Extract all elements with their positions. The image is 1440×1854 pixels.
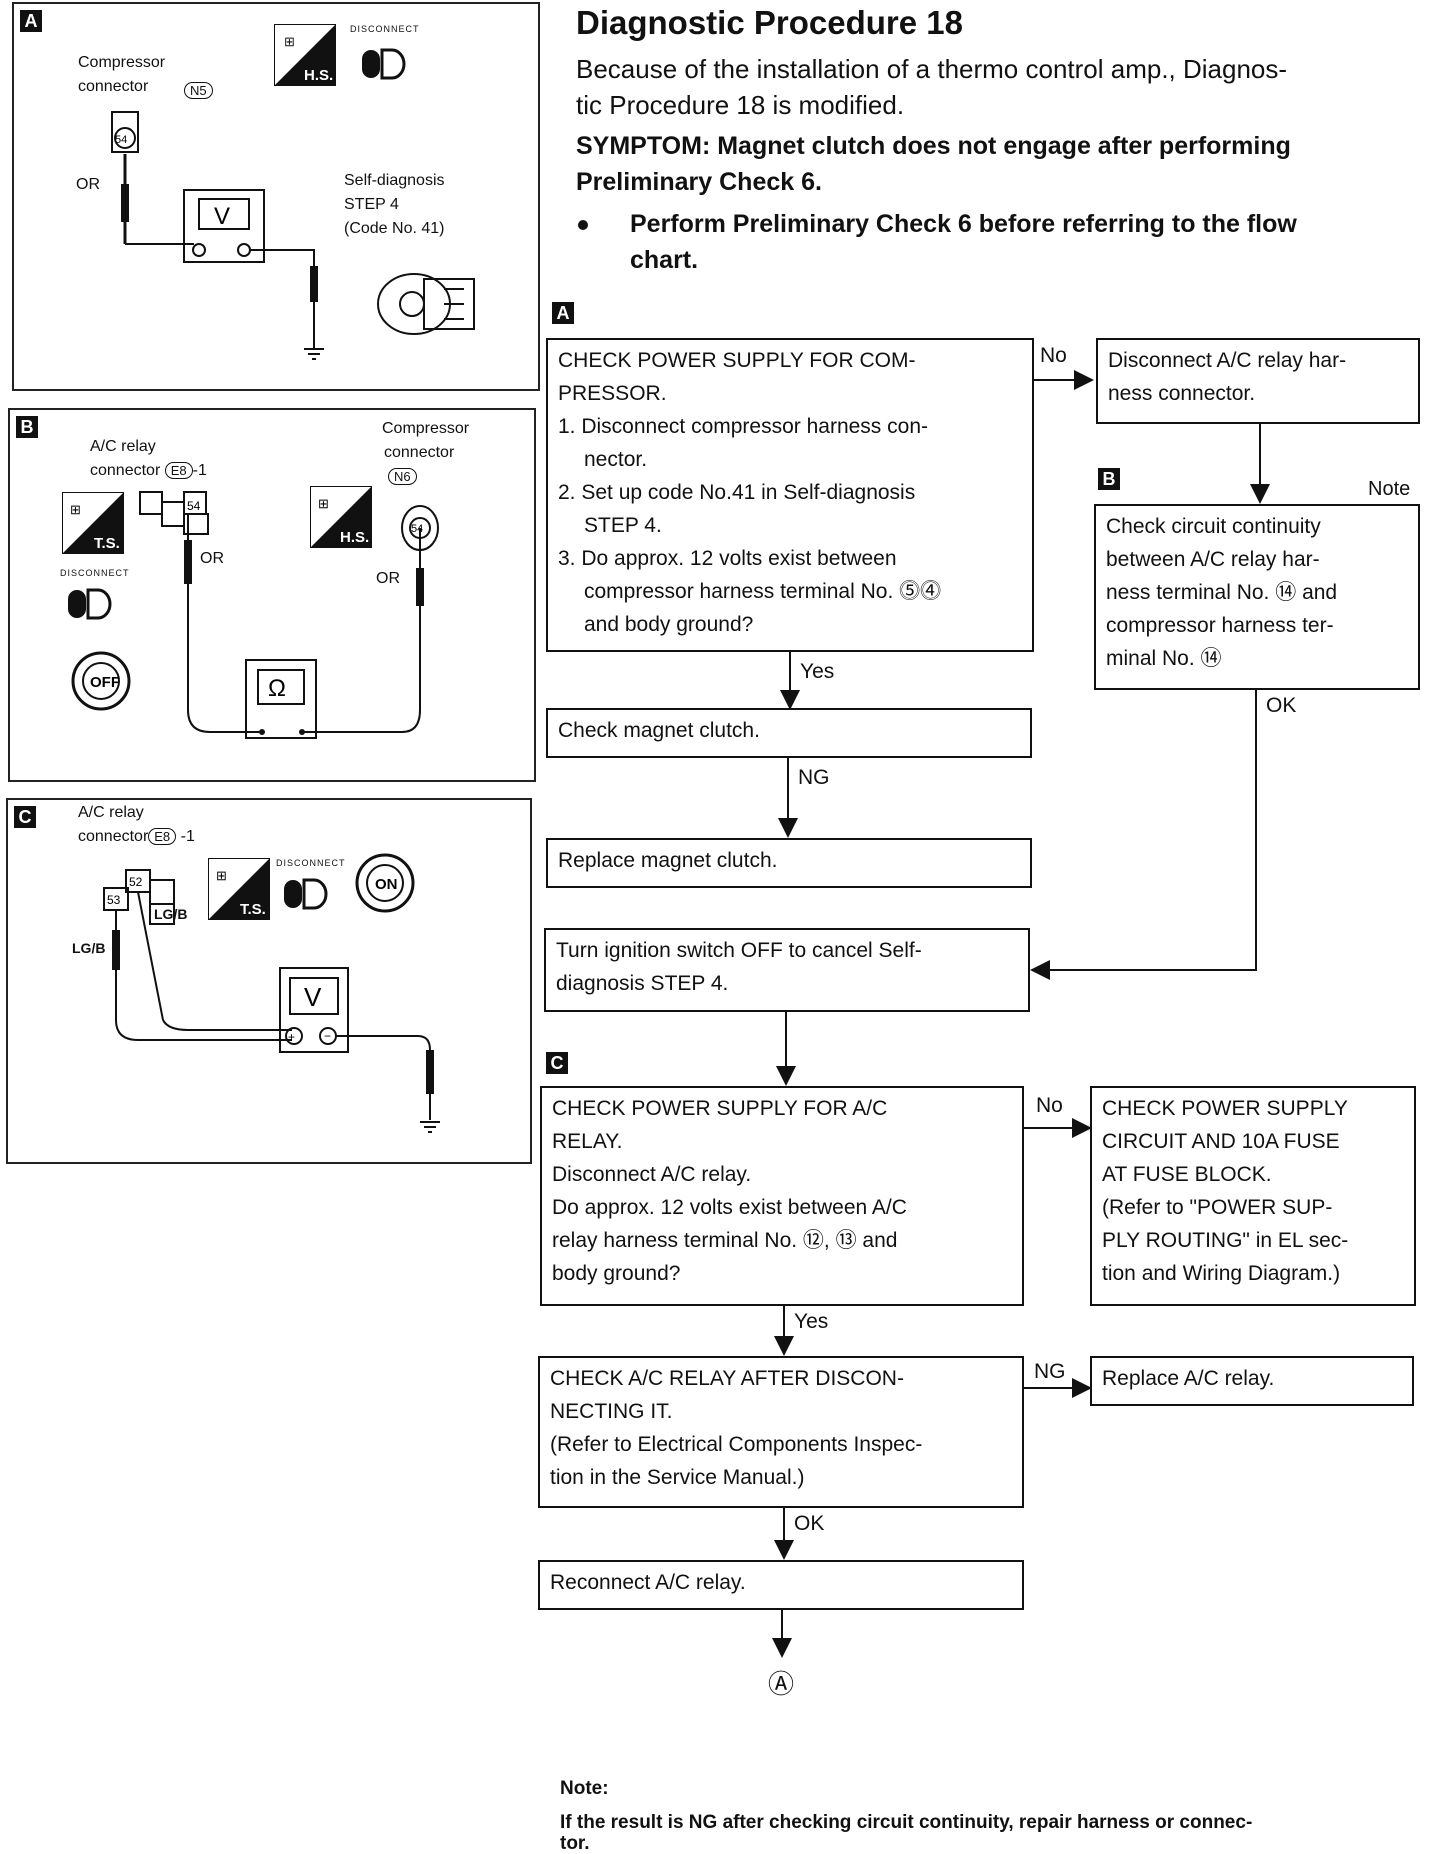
- intro-text-1: Because of the installation of a thermo …: [576, 54, 1288, 84]
- symptom-text-1: SYMPTOM: Magnet clutch does not engage a…: [576, 132, 1291, 160]
- flow-box-check-magnet-clutch: Check magnet clutch.: [546, 708, 1032, 758]
- panel-a-letter: A: [20, 10, 42, 32]
- flow-box-check-continuity: Check circuit continuity between A/C rel…: [1094, 504, 1420, 690]
- label-ok-2: OK: [794, 1512, 825, 1535]
- footer-note-title: Note:: [560, 1778, 609, 1799]
- svg-text:ON: ON: [375, 876, 398, 893]
- svg-text:54: 54: [187, 499, 201, 513]
- svg-text:T.S.: T.S.: [94, 535, 120, 552]
- ignition-on-icon: ON: [350, 848, 420, 918]
- wire-right: LG/B: [154, 906, 188, 922]
- flow-box-reconnect-relay: Reconnect A/C relay.: [538, 1560, 1024, 1610]
- panel-b-letter: B: [16, 416, 38, 438]
- flow-box-check-power-circuit: CHECK POWER SUPPLY CIRCUIT AND 10A FUSE …: [1090, 1086, 1416, 1306]
- bullet-text-1: Perform Preliminary Check 6 before refer…: [630, 210, 1297, 238]
- svg-text:⊞: ⊞: [284, 34, 295, 49]
- flow-box-disconnect-relay: Disconnect A/C relay har- ness connector…: [1096, 338, 1420, 424]
- intro-text-2: tic Procedure 18 is modified.: [576, 90, 905, 120]
- compressor-label-2: connector: [78, 78, 149, 95]
- svg-text:T.S.: T.S.: [240, 901, 266, 918]
- connector-code: N5: [184, 82, 213, 99]
- relay-label: A/C relay: [78, 804, 144, 821]
- panel-a: A Compressor connector N5 OR Self-diagno…: [12, 2, 540, 391]
- panel-b-wiring: 54 Ω 54: [139, 491, 439, 739]
- flow-section-a: A: [552, 302, 574, 324]
- svg-text:⊞: ⊞: [318, 496, 329, 511]
- svg-text:Ω: Ω: [268, 675, 286, 702]
- label-ng-2: NG: [1034, 1360, 1066, 1383]
- compressor-drawing: [377, 273, 475, 335]
- flow-box-replace-relay: Replace A/C relay.: [1090, 1356, 1414, 1406]
- svg-text:OFF: OFF: [90, 674, 120, 691]
- disconnect-icon: [282, 874, 328, 914]
- label-yes-2: Yes: [794, 1310, 829, 1333]
- svg-text:H.S.: H.S.: [340, 529, 369, 546]
- flow-box-check-relay: CHECK A/C RELAY AFTER DISCON- NECTING IT…: [538, 1356, 1024, 1508]
- svg-text:52: 52: [129, 875, 143, 889]
- self-diag-label: Self-diagnosis: [344, 172, 445, 189]
- label-no-2: No: [1036, 1094, 1063, 1117]
- flow-section-c: C: [546, 1052, 568, 1074]
- page-title: Diagnostic Procedure 18: [576, 4, 963, 41]
- disconnect-label: DISCONNECT: [60, 568, 130, 578]
- label-no-1: No: [1040, 344, 1067, 367]
- relay-label: A/C relay: [90, 438, 156, 455]
- wire-left: LG/B: [72, 940, 106, 956]
- panel-a-wiring: 54 V: [111, 111, 475, 360]
- label-ok-1: OK: [1266, 694, 1297, 717]
- disconnect-icon: [360, 44, 406, 84]
- disconnect-label: DISCONNECT: [276, 858, 346, 868]
- panel-c-letter: C: [14, 806, 36, 828]
- symptom-text-2: Preliminary Check 6.: [576, 168, 822, 196]
- relay-label-2: connector E8-1: [90, 462, 207, 479]
- ignition-off-icon: OFF: [66, 646, 136, 716]
- footer-note-1: If the result is NG after checking circu…: [560, 1812, 1253, 1833]
- self-diag-step: STEP 4: [344, 196, 399, 213]
- compressor-label: Compressor: [78, 54, 166, 71]
- flow-box-turn-ignition-off: Turn ignition switch OFF to cancel Self-…: [544, 928, 1030, 1012]
- flow-section-b: B: [1098, 468, 1120, 490]
- wire-right: OR: [376, 570, 400, 587]
- flow-box-replace-magnet-clutch: Replace magnet clutch.: [546, 838, 1032, 888]
- flow-box-check-relay-power: CHECK POWER SUPPLY FOR A/C RELAY. Discon…: [540, 1086, 1024, 1306]
- bullet-dot: [578, 220, 588, 230]
- compressor-label: Compressor: [382, 420, 470, 437]
- disconnect-icon: [66, 584, 112, 624]
- svg-text:−: −: [324, 1029, 331, 1043]
- svg-text:+: +: [288, 1030, 295, 1044]
- svg-text:⊞: ⊞: [70, 502, 81, 517]
- svg-text:54: 54: [411, 523, 423, 535]
- svg-text:⊞: ⊞: [216, 868, 227, 883]
- panel-b: B A/C relay connector E8-1 Compressor co…: [8, 408, 536, 782]
- self-diag-code: (Code No. 41): [344, 220, 445, 237]
- footer-note-2: tor.: [560, 1833, 590, 1854]
- flow-box-check-compressor-power: CHECK POWER SUPPLY FOR COM- PRESSOR. 1. …: [546, 338, 1034, 652]
- disconnect-label: DISCONNECT: [350, 24, 420, 34]
- hs-icon: ⊞ H.S.: [273, 23, 337, 87]
- label-yes-1: Yes: [800, 660, 835, 683]
- bullet-text-2: chart.: [630, 246, 699, 274]
- panel-c-wiring: 52 53 V + −: [103, 869, 440, 1133]
- ts-icon: ⊞ T.S.: [207, 857, 271, 921]
- svg-text:53: 53: [107, 893, 121, 907]
- note-label: Note: [1368, 478, 1411, 500]
- svg-text:V: V: [214, 203, 230, 230]
- svg-text:V: V: [304, 982, 322, 1012]
- wire-color: OR: [76, 176, 100, 193]
- label-ng-1: NG: [798, 766, 830, 789]
- end-marker: Ⓐ: [768, 1669, 795, 1699]
- wire-left: OR: [200, 550, 224, 567]
- connector-code: N6: [388, 468, 417, 485]
- svg-text:54: 54: [115, 134, 127, 146]
- compressor-label-2: connector: [384, 444, 455, 461]
- svg-text:H.S.: H.S.: [304, 67, 333, 84]
